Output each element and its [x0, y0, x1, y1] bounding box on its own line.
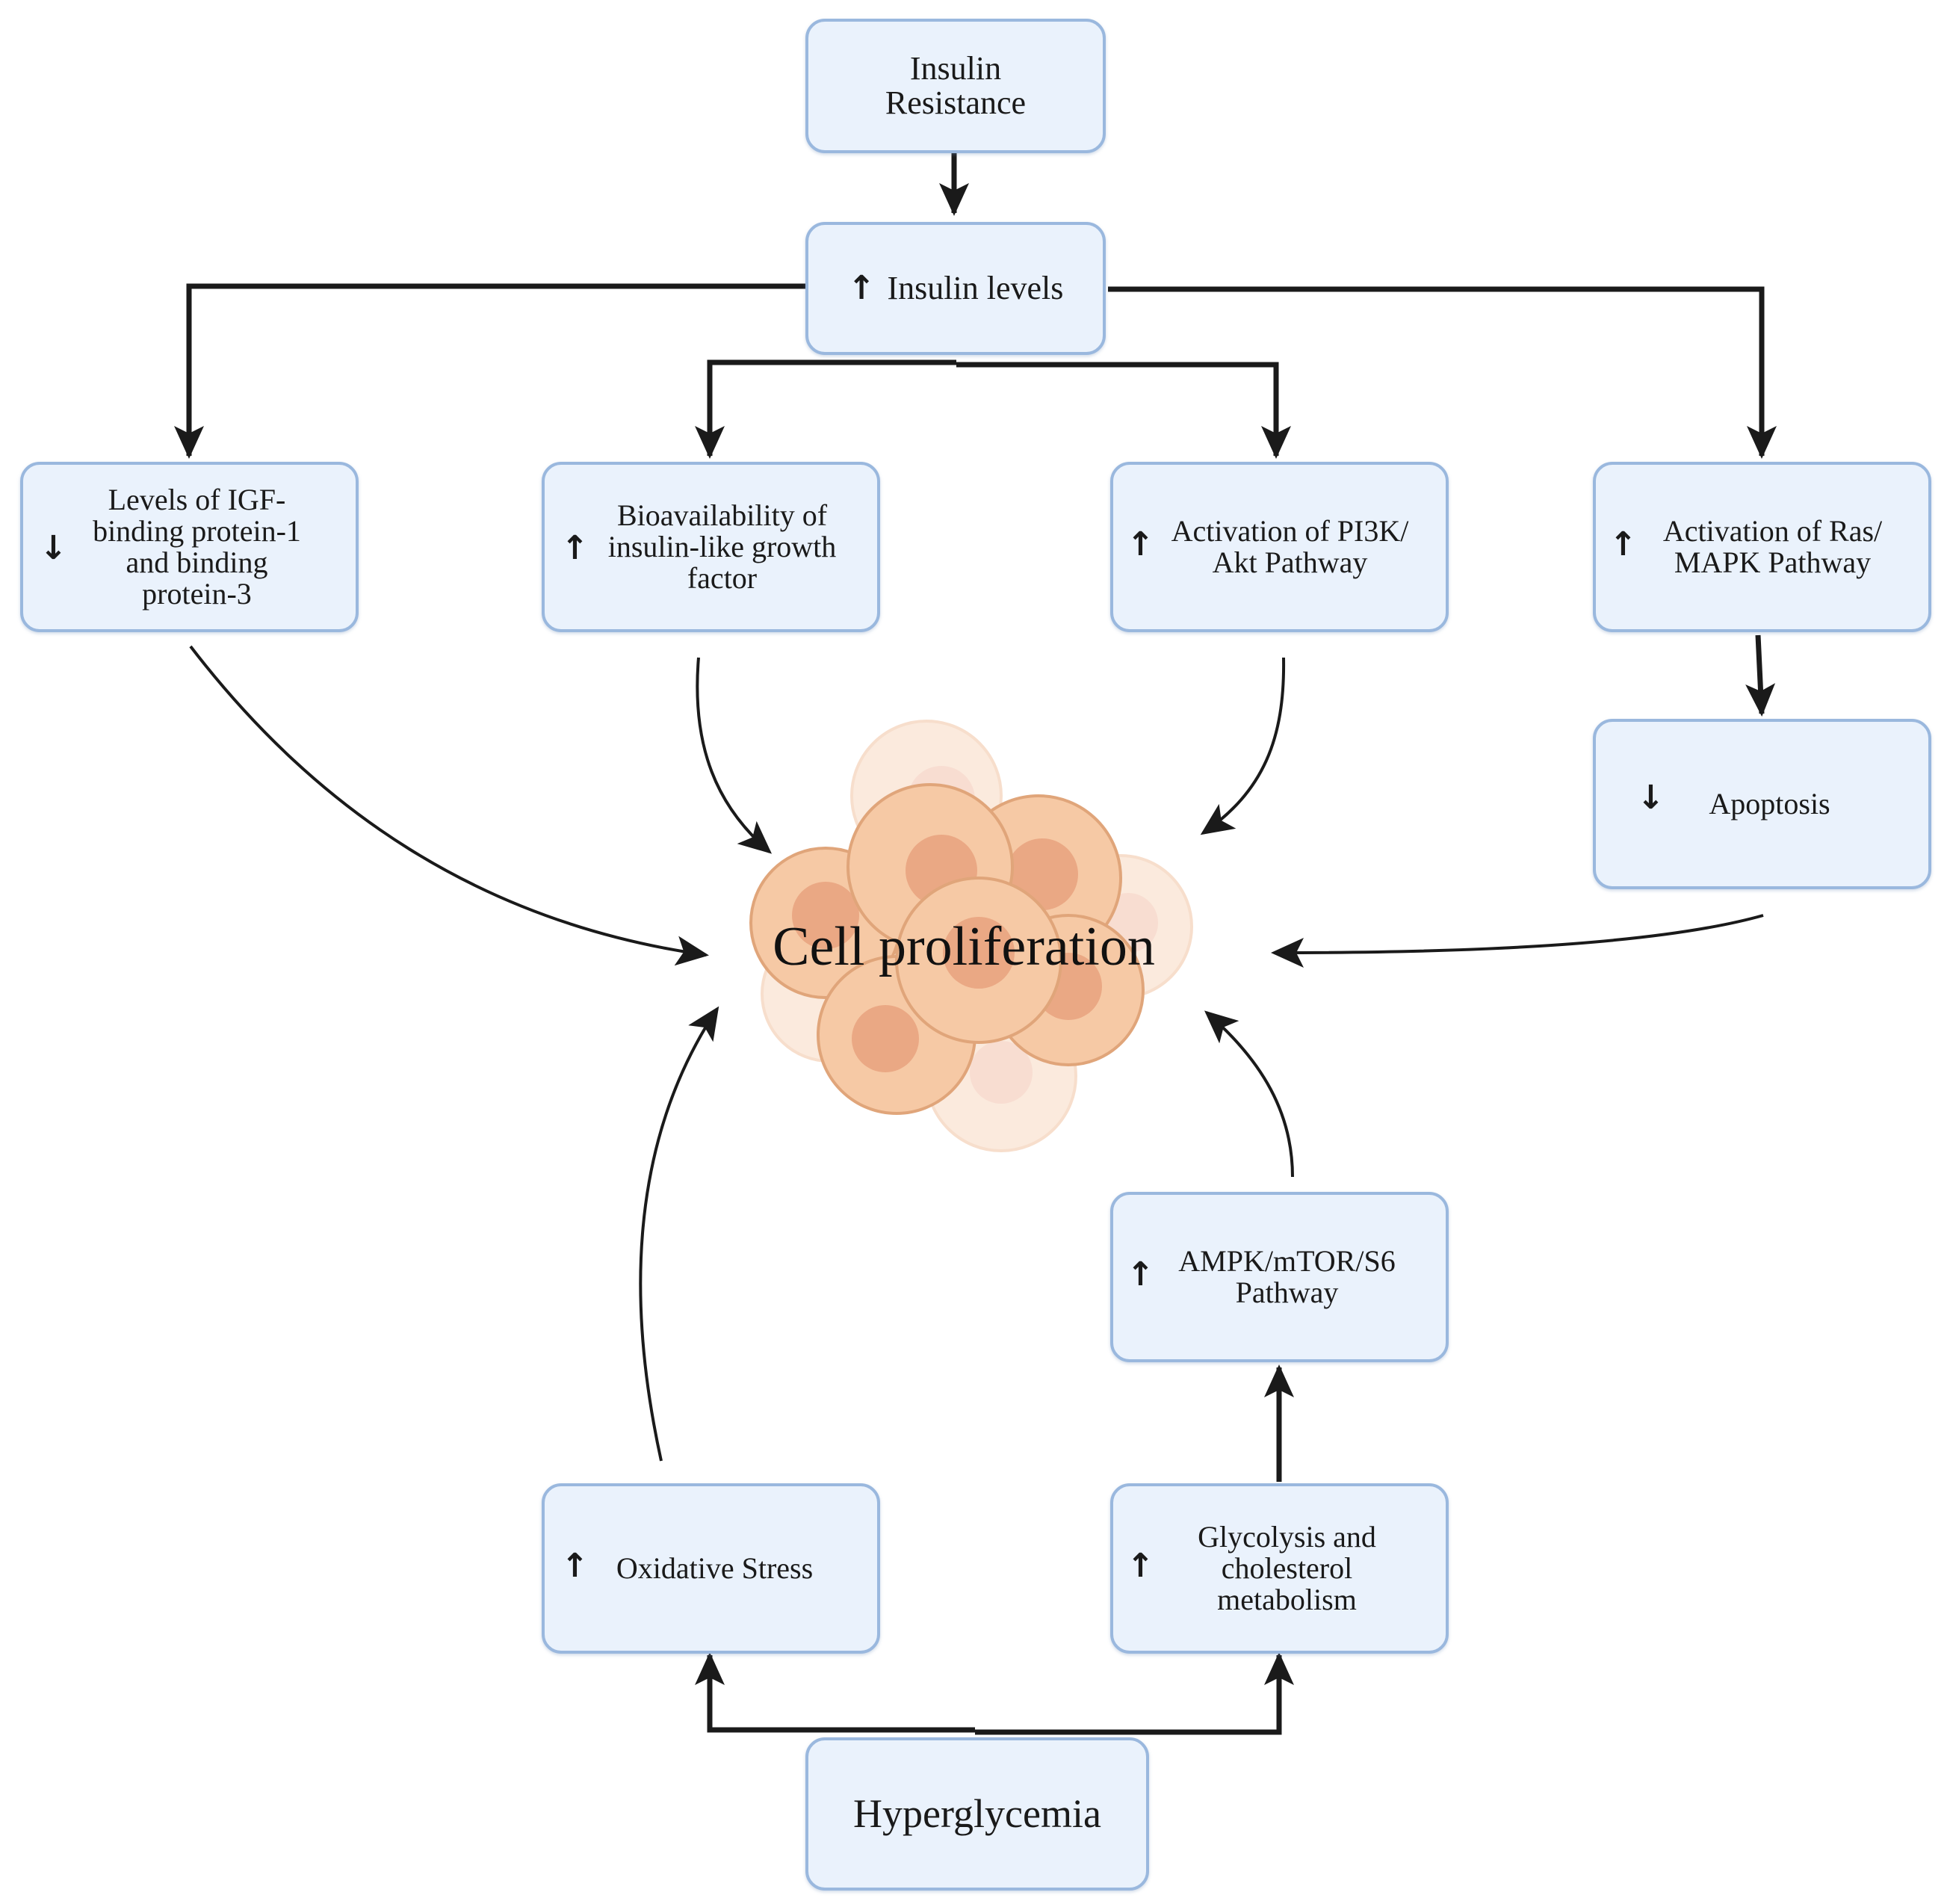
arrow-ras-to-apoptosis: [1745, 634, 1776, 717]
arrow-bioavailability-to-cell: [696, 657, 773, 854]
up-arrow-icon: ↑: [847, 269, 876, 307]
up-arrow-icon: ↑: [1127, 1547, 1154, 1585]
cell-proliferation-label: Cell proliferation: [773, 916, 1155, 977]
arrow-hyper-to-glycolysis: [975, 1652, 1294, 1735]
arrow-levels-to-pi3k: [956, 362, 1291, 459]
up-arrow-icon: ↑: [561, 529, 589, 567]
insulin-resistance-box: Insulin Resistance: [805, 19, 1106, 153]
insulin-resistance-label: Insulin Resistance: [885, 49, 1027, 121]
arrow-levels-to-ras: [1108, 286, 1777, 459]
oxidative-stress-label: Oxidative Stress: [616, 1551, 814, 1585]
insulin-levels-box: ↑ Insulin levels: [805, 222, 1106, 355]
foreground-cells: [749, 783, 1145, 1115]
glycolysis-label: Glycolysis and cholesterol metabolism: [1198, 1520, 1376, 1616]
up-arrow-icon: ↑: [1127, 1255, 1154, 1293]
hyperglycemia-label: Hyperglycemia: [853, 1791, 1101, 1837]
down-arrow-icon: ↓: [1637, 779, 1665, 817]
pi3k-akt-box: ↑ Activation of PI3K/ Akt Pathway: [1110, 462, 1449, 632]
arrow-levels-to-bioavailability: [695, 359, 956, 459]
bioavailability-box: ↑ Bioavailability of insulin-like growth…: [542, 462, 880, 632]
ampk-mtor-label: AMPK/mTOR/S6 Pathway: [1178, 1244, 1396, 1309]
glycolysis-box: ↑ Glycolysis and cholesterol metabolism: [1110, 1483, 1449, 1654]
igf-binding-protein-box: ↓ Levels of IGF- binding protein-1 and b…: [20, 462, 359, 632]
bioavailability-label: Bioavailability of insulin-like growth f…: [607, 498, 837, 595]
arrow-levels-to-igf: [174, 283, 805, 459]
down-arrow-icon: ↓: [40, 529, 67, 567]
apoptosis-box: ↓ Apoptosis: [1593, 719, 1931, 889]
arrow-igf-to-cell: [189, 645, 709, 966]
ampk-mtor-box: ↑ AMPK/mTOR/S6 Pathway: [1110, 1192, 1449, 1362]
arrow-hyper-to-oxidative: [695, 1652, 975, 1733]
arrow-apoptosis-to-cell: [1271, 914, 1764, 968]
apoptosis-label: Apoptosis: [1709, 787, 1830, 820]
up-arrow-icon: ↑: [561, 1547, 589, 1585]
up-arrow-icon: ↑: [1127, 525, 1154, 563]
arrow-ampk-to-cell: [1204, 1010, 1294, 1178]
oxidative-stress-box: ↑ Oxidative Stress: [542, 1483, 880, 1654]
ras-mapk-box: ↑ Activation of Ras/ MAPK Pathway: [1593, 462, 1931, 632]
insulin-levels-label: Insulin levels: [887, 269, 1064, 306]
arrow-oxidative-to-cell: [639, 1006, 719, 1462]
igf-binding-protein-label: Levels of IGF- binding protein-1 and bin…: [93, 483, 301, 611]
arrow-pi3k-to-cell: [1200, 657, 1286, 835]
hyperglycemia-box: Hyperglycemia: [805, 1737, 1149, 1891]
pi3k-akt-label: Activation of PI3K/ Akt Pathway: [1171, 514, 1409, 579]
ras-mapk-label: Activation of Ras/ MAPK Pathway: [1662, 514, 1883, 579]
up-arrow-icon: ↑: [1609, 525, 1637, 563]
